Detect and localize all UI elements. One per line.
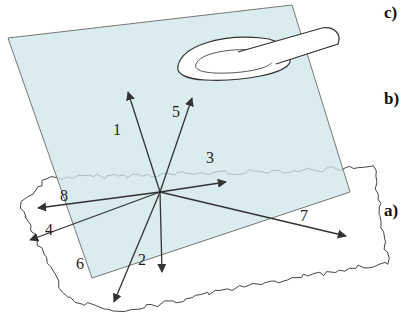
part-label: b) bbox=[384, 90, 399, 107]
callout-number: 7 bbox=[300, 208, 308, 224]
direction-arrow bbox=[160, 192, 346, 236]
iron bbox=[178, 28, 339, 81]
callout-number: 4 bbox=[45, 222, 53, 238]
part-label: c) bbox=[384, 4, 397, 21]
callout-number: 5 bbox=[172, 104, 180, 120]
part-label: a) bbox=[384, 202, 398, 219]
direction-arrow bbox=[160, 182, 226, 192]
glass-plane bbox=[8, 5, 350, 278]
callout-number: 8 bbox=[60, 188, 68, 204]
direction-arrow bbox=[128, 92, 160, 192]
callout-number: 3 bbox=[206, 150, 214, 166]
direction-arrows bbox=[30, 92, 346, 302]
direction-arrow bbox=[38, 192, 160, 208]
direction-arrow bbox=[160, 192, 162, 272]
callout-number: 1 bbox=[113, 122, 121, 138]
direction-arrow bbox=[30, 192, 160, 240]
direction-arrow bbox=[114, 192, 160, 302]
callout-number: 6 bbox=[76, 256, 84, 272]
callout-number: 2 bbox=[138, 252, 146, 268]
direction-arrow bbox=[160, 98, 192, 192]
